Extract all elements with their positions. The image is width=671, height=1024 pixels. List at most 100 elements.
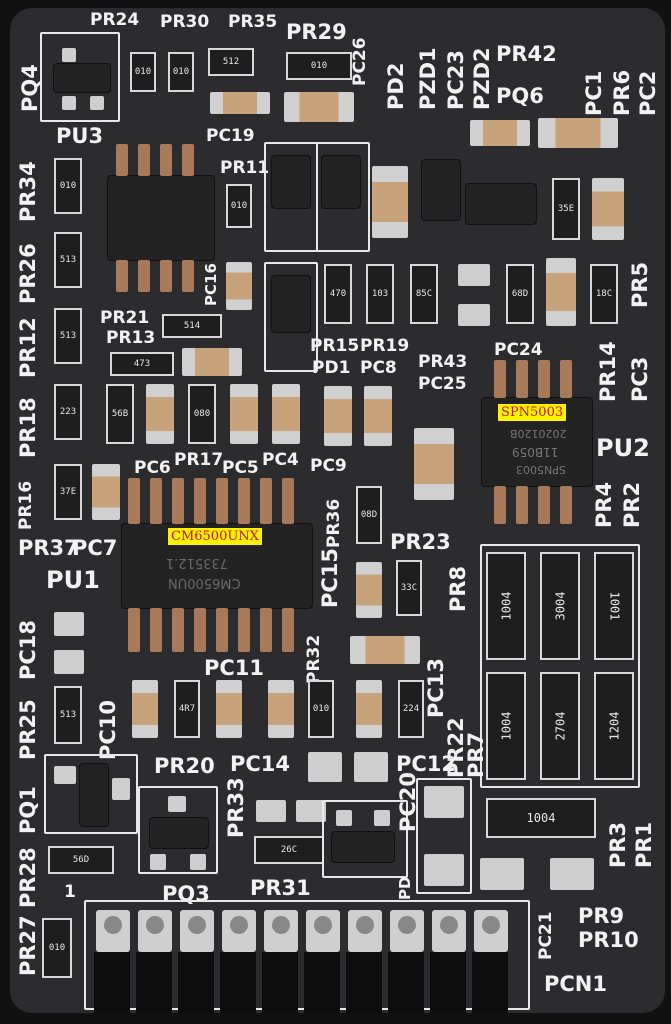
header-pad [390,910,424,952]
label-pr1: PR1 [632,821,656,868]
label-pc6: PC6 [134,458,171,478]
label-pr31: PR31 [250,876,311,900]
capacitor-pc7 [92,464,120,520]
pad [62,48,76,62]
resistor-pc24: 68D [506,264,534,324]
diode-pzd1 [422,160,460,220]
resistor-pr24: 010 [130,52,156,92]
resistor-pr2: 1001 [594,552,634,660]
pad [550,858,594,890]
label-pr3: PR3 [606,821,630,868]
label-pr6: PR6 [610,69,634,116]
chip-pin [128,478,140,524]
label-pc16: PC16 [202,263,220,306]
header-pin [472,952,508,1013]
label-pr28: PR28 [16,847,40,908]
resistor: 4R7 [174,680,200,738]
label-pr33: PR33 [224,777,248,838]
header-pad [264,910,298,952]
label-pd1: PD1 [312,358,351,378]
label-pc23: PC23 [444,49,468,110]
header-pad [138,910,172,952]
label-pr17: PR17 [174,450,224,470]
pad [354,752,388,782]
pad [62,96,76,110]
header-pin [94,952,130,1013]
header-pin [304,952,340,1013]
capacitor-pc14 [268,680,294,738]
chip-pin [238,478,250,524]
transistor-pq2 [332,832,394,862]
chip-pin [172,478,184,524]
label-pin1: 1 [64,882,76,902]
resistor-pr12: 513 [54,308,82,364]
chip-pin [282,608,294,652]
label-pr21: PR21 [100,308,150,328]
pq4-outline [40,32,120,122]
label-pd2: PD2 [384,62,408,110]
capacitor-pc6 [146,384,174,444]
resistor-pr27: 010 [42,918,72,978]
label-pq4: PQ4 [18,64,42,112]
outline [316,142,370,252]
resistor-pr18: 223 [54,384,82,440]
pq3-outline [138,786,218,874]
chip-pu3 [108,176,214,260]
chip-pin [238,608,250,652]
transistor-pq3 [150,818,208,848]
resistor-pr21: 514 [162,314,222,338]
label-pc18: PC18 [16,619,40,680]
capacitor-pc8 [364,386,392,446]
chip-pin [182,144,194,176]
header-pin [136,952,172,1013]
capacitor-pc1 [538,118,618,148]
label-pc12: PC12 [396,752,457,776]
chip-pin [194,608,206,652]
label-pq1: PQ1 [16,786,40,834]
capacitor-pr42 [470,120,530,146]
label-pr2: PR2 [620,481,644,528]
pad [374,810,390,826]
capacitor-pr13 [182,348,242,376]
transistor-pq6 [466,184,536,224]
chip-pin [116,260,128,292]
resistor-pr35: 512 [208,48,254,76]
chip-pin [516,360,528,398]
chip-pin [516,486,528,524]
resistor-pr28: 56D [48,846,114,874]
label-pd: PD [396,876,414,900]
big-resistor-group [480,544,640,788]
label-pr15: PR15 [310,336,360,356]
resistor-pr16: 37E [54,464,82,520]
label-pr25: PR25 [16,699,40,760]
label-pc11: PC11 [204,656,265,680]
resistor-pr1: 1204 [594,672,634,780]
outline [264,262,318,372]
chip-pin [560,486,572,524]
resistor-pr34: 010 [54,158,82,214]
chip-pin [494,360,506,398]
capacitor-pc10 [132,680,158,738]
label-pr23: PR23 [390,530,451,554]
capacitor-pc9 [414,428,454,500]
label-pc13: PC13 [424,657,448,718]
capacitor-pc15 [356,562,382,618]
resistor-pr13: 473 [110,352,174,376]
chip-pin [216,608,228,652]
chip-pin [260,478,272,524]
label-pr14: PR14 [596,341,620,402]
label-pr13: PR13 [106,328,156,348]
resistor-pr17: 080 [188,384,216,444]
label-pr43: PR43 [418,352,468,372]
resistor-pr7: 1004 [486,672,526,780]
resistor-pr11: 010 [226,184,252,228]
chip-pin [138,260,150,292]
chip-pin [128,608,140,652]
capacitor-pc4 [272,384,300,444]
label-pr8: PR8 [446,565,470,612]
chip-pin [150,478,162,524]
label-pc26: PC26 [350,37,370,86]
label-pr5: PR5 [628,261,652,308]
chip-pin [538,486,550,524]
label-pr26: PR26 [16,243,40,304]
